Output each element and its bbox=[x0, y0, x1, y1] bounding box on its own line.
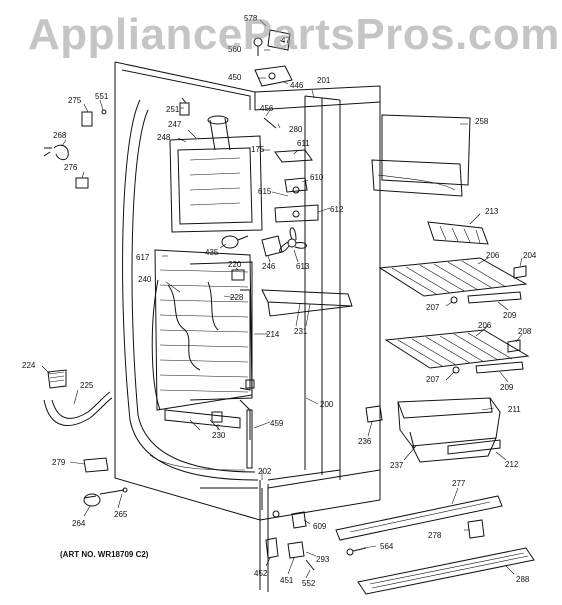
callout-564: 564 bbox=[380, 542, 394, 551]
callout-202: 202 bbox=[258, 467, 272, 476]
callout-247: 247 bbox=[168, 120, 182, 129]
callout-209-lower: 209 bbox=[500, 383, 514, 392]
callout-276: 276 bbox=[64, 163, 78, 172]
callout-265: 265 bbox=[114, 510, 128, 519]
callout-612: 612 bbox=[330, 205, 344, 214]
callout-251: 251 bbox=[166, 105, 180, 114]
callout-610: 610 bbox=[310, 173, 324, 182]
callout-451: 451 bbox=[280, 576, 294, 585]
callout-47: 47 bbox=[281, 36, 290, 45]
leader-lines bbox=[41, 19, 523, 579]
bottom-small-parts bbox=[261, 488, 315, 571]
callout-446: 446 bbox=[290, 81, 304, 90]
callout-578: 578 bbox=[244, 14, 258, 23]
art-number: (ART NO. WR18709 C2) bbox=[60, 550, 149, 559]
callout-278: 278 bbox=[428, 531, 442, 540]
callout-208: 208 bbox=[518, 327, 532, 336]
callout-230: 230 bbox=[212, 431, 226, 440]
callout-450: 450 bbox=[228, 73, 242, 82]
callout-labels: 578 47 560 450 446 201 456 251 275 551 2… bbox=[22, 14, 537, 588]
callout-175: 175 bbox=[251, 145, 265, 154]
callout-258: 258 bbox=[475, 117, 489, 126]
callout-264: 264 bbox=[72, 519, 86, 528]
callout-613: 613 bbox=[296, 262, 310, 271]
callout-211: 211 bbox=[508, 405, 521, 414]
callout-268: 268 bbox=[53, 131, 67, 140]
callout-236: 236 bbox=[358, 437, 372, 446]
callout-228: 228 bbox=[230, 293, 244, 302]
callout-207-lower: 207 bbox=[426, 375, 440, 384]
callout-248: 248 bbox=[157, 133, 171, 142]
callout-609: 609 bbox=[313, 522, 327, 531]
cabinet-liner bbox=[114, 61, 381, 592]
callout-280: 280 bbox=[289, 125, 303, 134]
callout-560: 560 bbox=[228, 45, 242, 54]
callout-204: 204 bbox=[523, 251, 537, 260]
callout-459: 459 bbox=[270, 419, 284, 428]
callout-279: 279 bbox=[52, 458, 66, 467]
callout-213: 213 bbox=[485, 207, 499, 216]
fan-motor-parts bbox=[221, 149, 353, 317]
callout-224: 224 bbox=[22, 361, 36, 370]
callout-214: 214 bbox=[266, 330, 280, 339]
callout-277: 277 bbox=[452, 479, 466, 488]
callout-207-upper: 207 bbox=[426, 303, 440, 312]
callout-293: 293 bbox=[316, 555, 330, 564]
callout-225: 225 bbox=[80, 381, 94, 390]
left-small-parts bbox=[43, 109, 128, 507]
callout-240: 240 bbox=[138, 275, 152, 284]
callout-209-upper: 209 bbox=[503, 311, 517, 320]
evaporator-assembly bbox=[151, 115, 263, 440]
right-shelf-parts bbox=[335, 114, 535, 595]
top-hinge-parts bbox=[179, 29, 293, 129]
callout-435: 435 bbox=[205, 248, 219, 257]
callout-206-lower: 206 bbox=[478, 321, 492, 330]
control-housing bbox=[189, 261, 255, 469]
callout-212: 212 bbox=[505, 460, 519, 469]
callout-206-upper: 206 bbox=[486, 251, 500, 260]
callout-611: 611 bbox=[297, 139, 310, 148]
callout-275: 275 bbox=[68, 96, 82, 105]
callout-237: 237 bbox=[390, 461, 404, 470]
callout-551: 551 bbox=[95, 92, 109, 101]
callout-617: 617 bbox=[136, 253, 150, 262]
callout-452: 452 bbox=[254, 569, 268, 578]
callout-552: 552 bbox=[302, 579, 316, 588]
callout-201: 201 bbox=[317, 76, 331, 85]
callout-615: 615 bbox=[258, 187, 272, 196]
callout-220: 220 bbox=[228, 260, 242, 269]
callout-231: 231 bbox=[294, 327, 308, 336]
callout-456: 456 bbox=[260, 104, 274, 113]
callout-200: 200 bbox=[320, 400, 334, 409]
callout-288: 288 bbox=[516, 575, 530, 584]
callout-246: 246 bbox=[262, 262, 276, 271]
